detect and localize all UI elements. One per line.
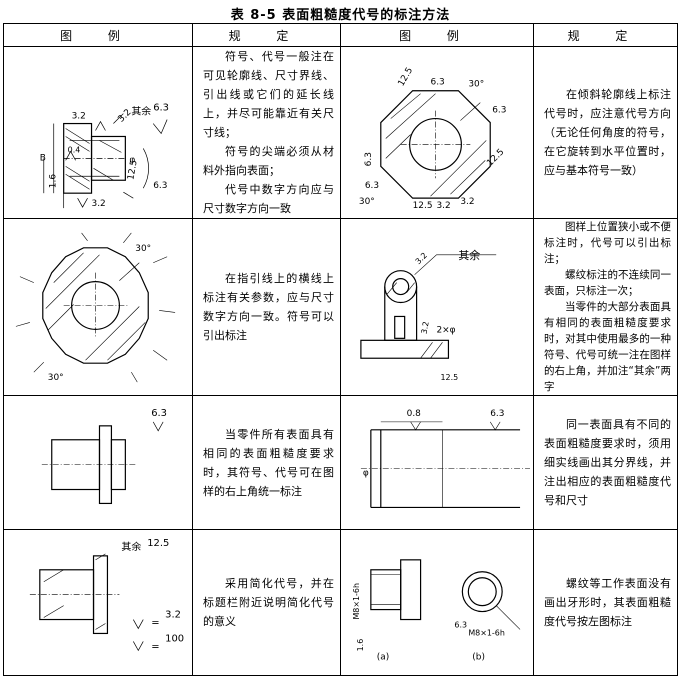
angle-30b: 30° [359,197,375,207]
table-row: 其余 12.5 = 3.2 = 100 采用简化代号，并在标题栏附近说明简化代号… [3,529,678,676]
rule-text: 图样上位置狭小或不便标注时，代号可以引出标注； [544,221,671,265]
rule-3-right: 同一表面具有不同的表面粗糙度要求时，须用细实线画出其分界线，并注出相应的表面粗糙… [533,394,678,531]
rough-6.3: 6.3 [490,409,504,419]
rough-12.5: 12.5 [126,159,139,180]
rough-6.3: 6.3 [153,103,169,114]
rough-3.2b: 3.2 [92,199,106,209]
rough-b: 6.3 [431,78,445,88]
rough-1.6: 1.6 [356,639,365,652]
dim-b: B [40,153,46,163]
rule-text: 代号中数字方向应与尺寸数字方向一致 [203,183,334,215]
rule-text: 当零件所有表面具有相同的表面粗糙度要求时，其符号、代号可在图样的右上角统一标注 [203,427,334,498]
equals-a: = [151,618,159,629]
rule-text: 同一表面具有不同的表面粗糙度要求时，须用细实线画出其分界线，并注出相应的表面粗糙… [544,418,671,508]
rule-1-right: 在倾斜轮廓线上标注代号时，应注意代号方向（无论任何角度的符号，在它旋转到水平位置… [533,46,678,219]
dim-1.6: 1.6 [49,174,59,189]
rough-12.5: 12.5 [440,373,458,382]
rough-6.3b: 6.3 [153,181,167,191]
rule-text: 在指引线上的横线上标注有关参数，应与尺寸数字方向一致。符号可以引出标注 [203,272,334,342]
header-figure-left: 图 例 [3,23,193,47]
rule-text: 在倾斜轮廓线上标注代号时，应注意代号方向（无论任何角度的符号，在它旋转到水平位置… [544,88,671,177]
rough-e: 6.3 [364,152,374,166]
thread-spec-b: M8×1-6h [468,629,505,638]
rule-3-left: 当零件所有表面具有相同的表面粗糙度要求时，其符号、代号可在图样的右上角统一标注 [192,394,341,531]
rule-text: 符号、代号一般注在可见轮廓线、尺寸界线、引出线或它们的延长线上，并尽可能靠近有关… [203,50,334,139]
equals-b: = [151,642,159,653]
caption-a: (a) [377,653,389,663]
octagon-drawing: 12.5 6.3 30° 6.3 6.3 6.3 3.2 12.5 3.2 12… [359,66,507,211]
label-other: 其余 [458,248,480,262]
figure-bracket: 其余 3.2 3.2 12.5 2×φ [340,218,534,396]
angle-30b: 30° [48,373,64,383]
dim-phi: φ [129,155,135,165]
thread-spec-a: M8×1-6h [352,583,361,620]
rough-12.5: 12.5 [147,538,169,549]
rough-f: 6.3 [365,181,379,191]
rule-2-left: 在指引线上的横线上标注有关参数，应与尺寸数字方向一致。符号可以引出标注 [192,218,341,396]
gear-drawing: 30° 30° [15,232,176,383]
shaft-drawing: 6.3 [41,408,167,505]
header-row: 图 例 规 定 图 例 规 定 [3,23,678,47]
label-other: 其余 [121,540,141,553]
rough-j: 12.5 [485,147,506,168]
figure-thread: M8×1-6h 1.6 M8×1-6h 6.3 (a) (b) [340,529,534,676]
rule-1-left: 符号、代号一般注在可见轮廓线、尺寸界线、引出线或它们的延长线上，并尽可能靠近有关… [192,46,341,219]
rough-h: 12.5 [413,201,433,211]
rule-text: 螺纹等工作表面没有画出牙形时，其表面粗糙度代号按左图标注 [544,576,671,628]
header-rule-left: 规 定 [192,23,341,47]
header-rule-right: 规 定 [533,23,678,47]
rule-text: 螺纹标注的不连续同一表面，只标注一次； [544,269,671,297]
figure-simplified: 其余 12.5 = 3.2 = 100 [3,529,193,676]
rough-3.2: 3.2 [165,610,181,621]
rule-text: 采用简化代号，并在标题栏附近说明简化代号的意义 [203,576,334,628]
figure-shaft-split: 0.8 6.3 φ [340,394,534,531]
thread-drawing: M8×1-6h 1.6 M8×1-6h 6.3 (a) (b) [352,559,521,663]
rule-4-left: 采用简化代号，并在标题栏附近说明简化代号的意义 [192,529,341,676]
simplified-drawing: 其余 12.5 = 3.2 = 100 [29,538,184,653]
figure-bushing: 其余 6.3 3.2 12.5 6.3 3.2 3.2 B 1.6 0.4 φ [3,46,193,219]
angle-30a: 30° [468,80,484,90]
figure-octagon: 12.5 6.3 30° 6.3 6.3 6.3 3.2 12.5 3.2 12… [340,46,534,219]
rule-4-right: 螺纹等工作表面没有画出牙形时，其表面粗糙度代号按左图标注 [533,529,678,676]
bushing-drawing: 其余 6.3 3.2 12.5 6.3 3.2 3.2 B 1.6 0.4 φ [40,103,169,209]
bracket-drawing: 其余 3.2 3.2 12.5 2×φ [360,248,497,382]
shaft-split-drawing: 0.8 6.3 φ [360,409,531,509]
label-other: 其余 [131,105,151,118]
rough-0.8: 0.8 [407,409,422,419]
table-row: 30° 30° 在指引线上的横线上标注有关参数，应与尺寸数字方向一致。符号可以引… [3,218,678,396]
figure-gear: 30° 30° [3,218,193,396]
rough-3.2a: 3.2 [72,112,86,122]
rough-i: 3.2 [460,197,474,207]
rough-a: 12.5 [397,66,416,88]
rough-6.3: 6.3 [454,621,467,630]
caption-b: (b) [472,653,485,663]
rough-3.2b: 3.2 [420,321,431,335]
rule-text: 当零件的大部分表面具有相同的表面粗糙度要求时，对其中使用最多的一种符号、代号可统… [544,301,671,393]
table-row: 其余 6.3 3.2 12.5 6.3 3.2 3.2 B 1.6 0.4 φ … [3,46,678,219]
rough-g: 3.2 [437,201,451,211]
dim-phi: φ [363,469,369,479]
rough-6.3: 6.3 [151,408,167,419]
angle-30a: 30° [135,244,151,254]
rule-2-right: 图样上位置狭小或不便标注时，代号可以引出标注； 螺纹标注的不连续同一表面，只标注… [533,218,678,396]
header-figure-right: 图 例 [340,23,534,47]
roughness-table: 图 例 规 定 图 例 规 定 [3,23,678,676]
rule-text: 符号的尖端必须从材料外指向表面； [203,145,334,177]
table-title: 表 8-5 表面粗糙度代号的标注方法 [230,8,451,23]
table-row: 6.3 当零件所有表面具有相同的表面粗糙度要求时，其符号、代号可在图样的右上角统… [3,394,678,531]
rough-d: 6.3 [492,106,506,116]
dim-0.4: 0.4 [68,145,81,154]
figure-shaft-plain: 6.3 [3,394,193,531]
dim-2phi: 2×φ [437,325,456,335]
rough-100: 100 [165,634,184,645]
